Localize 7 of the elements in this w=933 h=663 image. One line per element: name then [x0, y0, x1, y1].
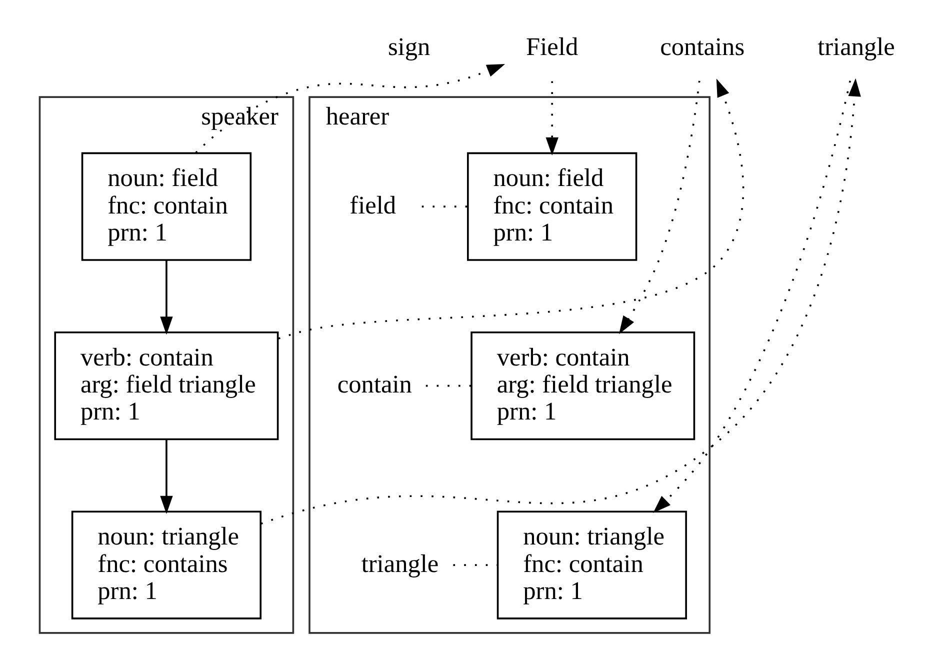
node-text: triangle — [817, 32, 894, 61]
node-text: field — [349, 191, 396, 220]
node-text: triangle — [360, 550, 438, 578]
node-text: contain — [336, 370, 412, 399]
node-text: contains — [660, 32, 744, 61]
node-text: Field — [526, 32, 578, 61]
label: sign — [387, 32, 430, 61]
